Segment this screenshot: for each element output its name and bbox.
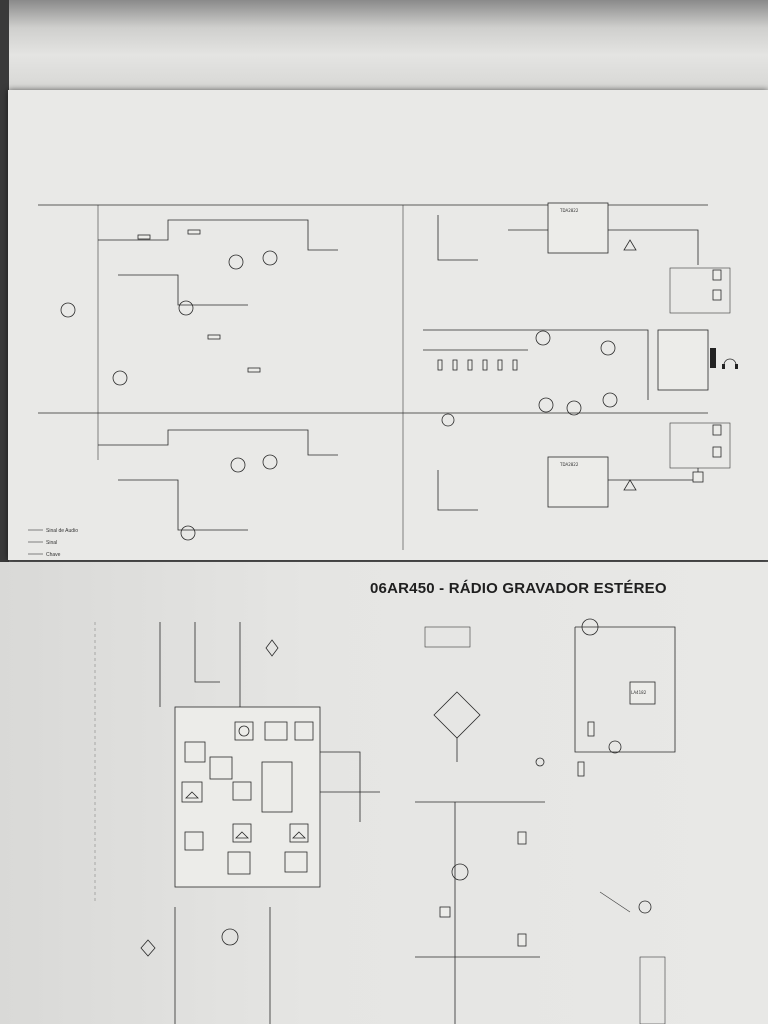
lower-schematic-sheet: LA4182 06AR450 - RÁDIO GRAVADOR ESTÉREO — [0, 562, 768, 1024]
legend-signal: Sinal — [46, 540, 57, 546]
headphone-jack — [657, 329, 709, 391]
page-title: 06AR450 - RÁDIO GRAVADOR ESTÉREO — [370, 580, 667, 597]
ic-power-label: LA4182 — [631, 690, 647, 695]
speaker-4 — [712, 446, 722, 458]
ic-power — [629, 681, 656, 705]
upper-schematic: TDA2822 — [28, 202, 738, 558]
ic-top-left — [547, 202, 609, 254]
left-binding-edge — [0, 0, 9, 562]
speaker-1 — [712, 269, 722, 281]
speaker-2 — [712, 289, 722, 301]
legend-audio-signal: Sinal de Audio — [46, 528, 78, 534]
speaker-3 — [712, 424, 722, 436]
legend-switch: Chave — [46, 552, 61, 558]
headphone-icon — [722, 358, 738, 369]
top-paper-edge — [0, 0, 768, 92]
ic-top-right-label: TDA2822 — [559, 462, 579, 467]
ic-top-left-label: TDA2822 — [559, 208, 579, 213]
ic-top-right — [547, 456, 609, 508]
upper-schematic-sheet: TDA2822 — [8, 90, 768, 560]
lower-schematic: LA4182 — [94, 618, 676, 1024]
